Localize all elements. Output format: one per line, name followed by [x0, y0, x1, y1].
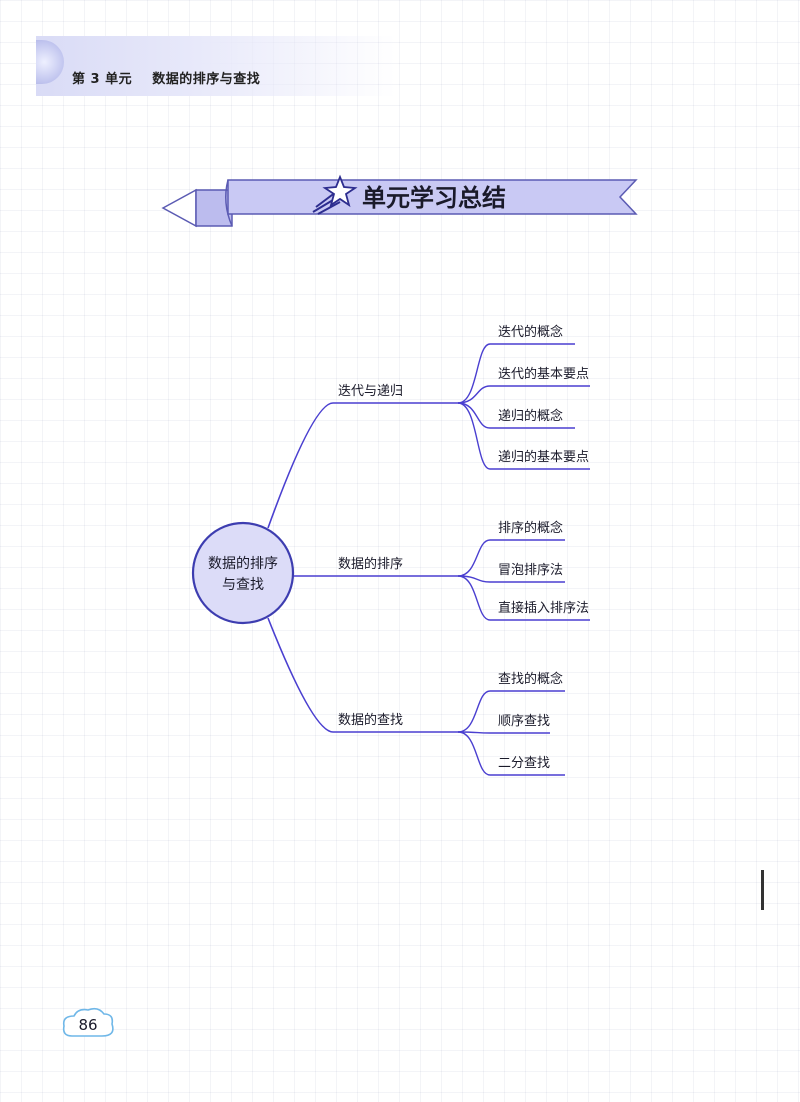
mindmap-connectors [267, 343, 590, 776]
branch-label-3: 数据的查找 [338, 712, 403, 728]
leaf-connector-2-3 [457, 575, 491, 621]
page-number: 86 [78, 1016, 97, 1034]
branch-label-1: 迭代与递归 [338, 384, 403, 399]
leaf-connector-1-4 [457, 402, 491, 470]
leaf-label-1-1: 迭代的概念 [498, 324, 563, 340]
star-icon [312, 174, 358, 215]
header-band [36, 36, 396, 96]
leaf-connector-1-1 [457, 343, 491, 404]
center-node-circle [191, 521, 295, 625]
leaf-connector-3-3 [457, 731, 491, 776]
edge-mark [761, 870, 764, 910]
branch-connector-1 [267, 402, 334, 529]
center-node: 数据的排序 与查找 [191, 521, 295, 625]
leaf-label-2-1: 排序的概念 [498, 520, 563, 536]
leaf-label-2-2: 冒泡排序法 [498, 563, 563, 578]
section-banner: 单元学习总结 [161, 174, 638, 228]
center-node-label-line2: 与查找 [222, 577, 264, 593]
leaf-connector-2-1 [457, 539, 491, 577]
leaf-label-1-3: 递归的概念 [498, 408, 563, 424]
unit-title: 第 3 单元 数据的排序与查找 [72, 72, 261, 87]
center-node-label-line1: 数据的排序 [208, 556, 278, 572]
leaf-label-3-2: 顺序查找 [498, 714, 550, 729]
leaf-connector-1-2 [457, 385, 491, 404]
leaf-label-1-4: 递归的基本要点 [498, 449, 589, 465]
leaf-connector-3-1 [457, 690, 491, 733]
leaf-label-1-2: 迭代的基本要点 [498, 366, 589, 382]
leaf-label-2-3: 直接插入排序法 [498, 600, 589, 616]
leaf-label-3-1: 查找的概念 [498, 671, 563, 687]
banner-curl [225, 179, 233, 227]
leaf-connector-3-2 [457, 731, 491, 734]
branch-label-2: 数据的排序 [338, 556, 403, 572]
page-number-badge: 86 [62, 1007, 114, 1037]
banner-arrow-tip [161, 188, 197, 228]
banner-title: 单元学习总结 [362, 184, 506, 212]
cloud-icon [62, 1007, 114, 1037]
leaf-label-3-3: 二分查找 [498, 756, 550, 771]
branch-connector-3 [267, 617, 334, 733]
leaf-connector-1-3 [457, 402, 491, 429]
